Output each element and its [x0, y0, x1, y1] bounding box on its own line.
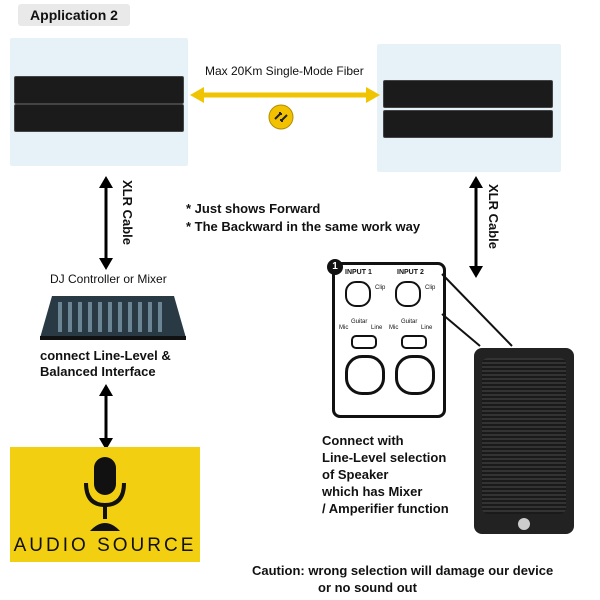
callout-lines: [441, 273, 513, 347]
speaker-desc-line4: which has Mixer: [322, 484, 423, 499]
combo-jack-2[interactable]: [395, 355, 435, 395]
right-rack-unit-top: [383, 80, 553, 108]
forward-note: * Just shows Forward: [186, 201, 321, 216]
left-xlr-arrow: [99, 176, 113, 270]
swap-arrows-icon: [268, 104, 294, 130]
guitar2-label: Guitar: [401, 319, 418, 325]
fiber-connection-arrow: [190, 87, 380, 103]
caution-line2: or no sound out: [318, 580, 417, 595]
gain-knob-1[interactable]: [345, 281, 371, 307]
backward-note: * The Backward in the same work way: [186, 219, 421, 234]
right-rack-unit-bottom: [383, 110, 553, 138]
input1-label: INPUT 1: [345, 269, 372, 276]
fiber-label: Max 20Km Single-Mode Fiber: [205, 64, 364, 78]
speaker-logo: [518, 518, 530, 530]
left-xlr-label: XLR Cable: [120, 180, 135, 246]
guitar1-label: Guitar: [351, 319, 368, 325]
right-device-panel: [377, 44, 561, 172]
mode-switch-2[interactable]: [401, 335, 427, 349]
speaker-desc-line5: / Amperifier function: [322, 501, 449, 516]
mic2-label: Mic: [389, 325, 399, 331]
mixer-image: [40, 296, 186, 340]
left-rack-unit-top: [14, 76, 184, 104]
mixer-desc-line1: connect Line-Level &: [40, 348, 171, 363]
gain-knob-2[interactable]: [395, 281, 421, 307]
audio-source-label: AUDIO SOURCE: [13, 535, 197, 556]
speaker-desc-line2: Line-Level selection: [322, 450, 447, 465]
combo-jack-1[interactable]: [345, 355, 385, 395]
line2-label: Line: [421, 325, 433, 331]
line1-label: Line: [371, 325, 383, 331]
left-rack-unit-bottom: [14, 104, 184, 132]
microphone-icon: [84, 457, 126, 531]
speaker-image: [474, 348, 574, 534]
mic1-label: Mic: [339, 325, 349, 331]
clip2-label: Clip: [425, 285, 436, 291]
step-badge: 1: [327, 259, 343, 275]
mixer-title: DJ Controller or Mixer: [50, 272, 167, 286]
caution-line1: Caution: wrong selection will damage our…: [252, 563, 554, 578]
speaker-grille: [482, 358, 566, 514]
audio-source-block: [10, 447, 200, 562]
input2-label: INPUT 2: [397, 269, 424, 276]
left-device-panel: [10, 38, 188, 166]
mode-switch-1[interactable]: [351, 335, 377, 349]
application-badge: Application 2: [18, 4, 130, 26]
speaker-desc-line3: of Speaker: [322, 467, 389, 482]
speaker-control-panel: 1 INPUT 1 INPUT 2 Clip Clip Guitar Guita…: [327, 259, 446, 418]
speaker-desc-line1: Connect with: [322, 433, 404, 448]
clip1-label: Clip: [375, 285, 386, 291]
audio-xlr-arrow: [99, 384, 113, 450]
mixer-desc-line2: Balanced Interface: [40, 364, 156, 379]
right-xlr-arrow: [469, 176, 483, 278]
right-xlr-label: XLR Cable: [486, 184, 501, 250]
